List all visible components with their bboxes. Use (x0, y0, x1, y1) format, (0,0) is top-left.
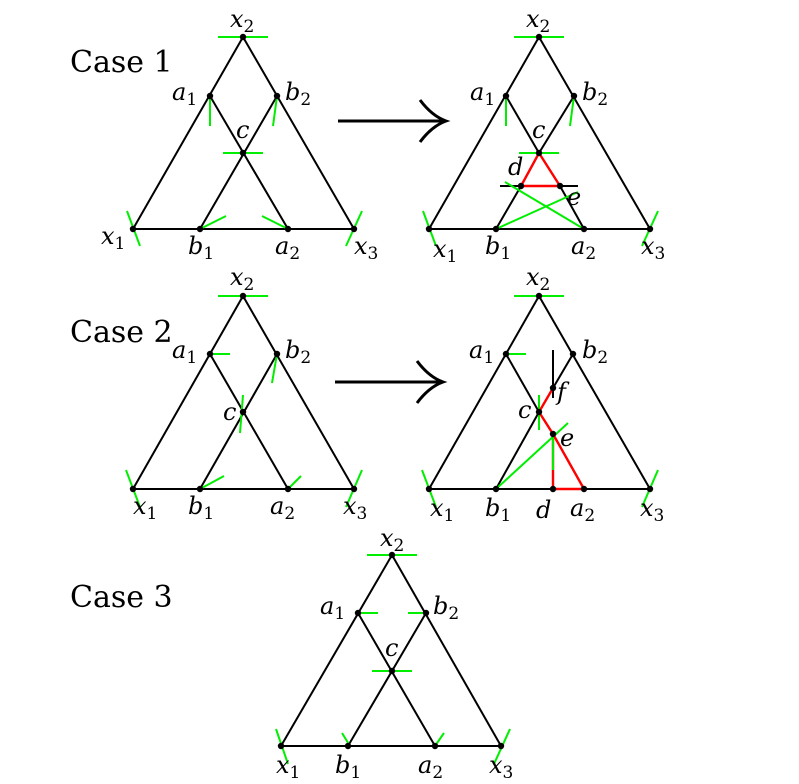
c1b-label-a1: a1 (172, 78, 197, 110)
c3-label-b2: b2 (433, 592, 459, 624)
c1b-label-x1: x1 (101, 222, 125, 254)
c2b-label-x2: x2 (230, 263, 254, 295)
case-2-after-diagram: x2 a1 b2 c f e x1 b1 d a2 x3 (421, 263, 664, 526)
case-2-before-diagram: x2 a1 b2 c x1 b1 a2 x3 (125, 263, 367, 524)
c1a-label-a2: a2 (571, 232, 596, 264)
case-1-label: Case 1 (70, 45, 173, 80)
c2b-label-x1: x1 (133, 492, 157, 524)
c1a-label-b2: b2 (582, 78, 608, 110)
c1a-label-x1: x1 (433, 235, 457, 267)
c1a-label-d: d (508, 153, 523, 181)
c2a-label-d: d (536, 496, 551, 524)
c3-label-x1: x1 (276, 751, 300, 783)
c2a-label-x2: x2 (526, 263, 550, 295)
c1b-label-a2: a2 (275, 232, 300, 264)
c2b-label-a2: a2 (270, 492, 295, 524)
c2b-label-b2: b2 (285, 336, 311, 368)
c2a-label-b1: b1 (485, 494, 511, 526)
c2b-label-x3: x3 (343, 492, 367, 524)
case-3-diagram: x2 a1 b2 c x1 b1 a2 x3 (275, 524, 513, 783)
case-2-arrow (335, 360, 448, 404)
c1b-label-c: c (236, 116, 249, 144)
c3-label-a2: a2 (418, 751, 443, 783)
c1a-label-e: e (567, 183, 581, 211)
c2b-label-b1: b1 (188, 492, 214, 524)
c3-label-c: c (385, 634, 398, 662)
c2b-label-c: c (223, 398, 236, 426)
c2a-label-a1: a1 (469, 336, 494, 368)
c2a-label-b2: b2 (582, 336, 608, 368)
c3-label-a1: a1 (320, 592, 345, 624)
case-1-after-diagram: x2 a1 b2 c d e x1 b1 a2 x3 (422, 5, 665, 267)
case-1-arrow (338, 99, 451, 143)
c1b-label-b2: b2 (285, 78, 311, 110)
c3-label-x2: x2 (380, 524, 404, 556)
c2a-label-c: c (518, 396, 531, 424)
c1a-label-b1: b1 (485, 232, 511, 264)
c3-label-x3: x3 (489, 751, 513, 783)
case-2-label: Case 2 (70, 315, 173, 350)
c1b-label-x2: x2 (230, 5, 254, 37)
c1a-label-c: c (532, 116, 545, 144)
case-3-label: Case 3 (70, 580, 173, 615)
c2a-label-f: f (555, 378, 570, 406)
c1a-label-a1: a1 (470, 78, 495, 110)
c2b-label-a1: a1 (172, 336, 197, 368)
c2a-label-x3: x3 (640, 494, 664, 526)
c2a-label-e: e (560, 424, 574, 452)
c1a-label-x3: x3 (641, 232, 665, 264)
c1b-label-b1: b1 (188, 232, 214, 264)
c1a-label-x2: x2 (526, 5, 550, 37)
c2a-label-a2: a2 (570, 494, 595, 526)
c1b-label-x3: x3 (354, 232, 378, 264)
c2a-label-x1: x1 (430, 494, 454, 526)
case-1-before-diagram: x2 a1 b2 c x1 b1 a2 x3 (101, 5, 378, 264)
c3-label-b1: b1 (335, 751, 361, 783)
